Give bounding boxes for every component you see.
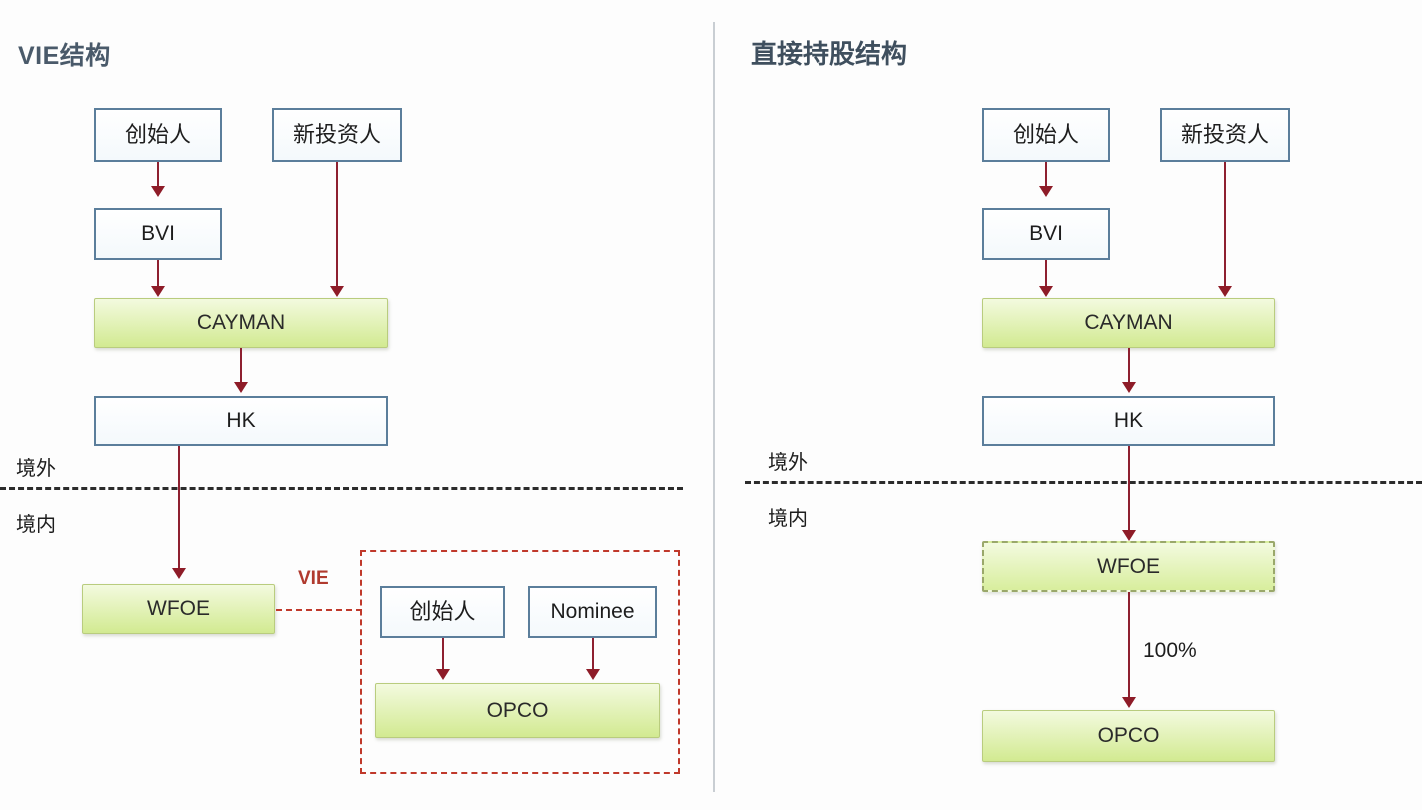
right-edge-founder-to-bvi	[1045, 162, 1047, 194]
right-node-wfoe[interactable]: WFOE	[982, 541, 1275, 592]
right-arrowhead-cayman-to-hk	[1122, 382, 1136, 393]
right-node-founder-top[interactable]: 创始人	[982, 108, 1110, 162]
right-ownership-label: 100%	[1143, 639, 1197, 662]
right-edge-hk-to-wfoe	[1128, 446, 1130, 536]
left-edge-founder-to-bvi	[157, 162, 159, 194]
left-node-cayman[interactable]: CAYMAN	[94, 298, 388, 348]
right-arrowhead-investor-to-cayman	[1218, 286, 1232, 297]
panel-separator	[713, 22, 715, 792]
left-border-rule	[0, 487, 683, 490]
right-arrowhead-bvi-to-cayman	[1039, 286, 1053, 297]
right-node-cayman[interactable]: CAYMAN	[982, 298, 1275, 348]
right-edge-wfoe-to-opco	[1128, 592, 1130, 702]
vie-link-label: VIE	[298, 568, 329, 589]
right-edge-investor-to-cayman	[1224, 162, 1226, 292]
left-label-onshore: 境内	[16, 514, 56, 536]
left-node-opco[interactable]: OPCO	[375, 683, 660, 738]
left-arrowhead-hk-to-wfoe	[172, 568, 186, 579]
left-node-founder-top[interactable]: 创始人	[94, 108, 222, 162]
left-node-nominee[interactable]: Nominee	[528, 586, 657, 638]
left-edge-founder-inner-to-opco	[442, 638, 444, 673]
left-arrowhead-bvi-to-cayman	[151, 286, 165, 297]
left-arrowhead-nominee-to-opco	[586, 669, 600, 680]
right-border-rule	[745, 481, 1422, 484]
right-arrowhead-founder-to-bvi	[1039, 186, 1053, 197]
left-node-bvi[interactable]: BVI	[94, 208, 222, 260]
right-label-onshore: 境内	[768, 508, 808, 530]
left-node-hk[interactable]: HK	[94, 396, 388, 446]
right-node-hk[interactable]: HK	[982, 396, 1275, 446]
right-label-offshore: 境外	[768, 452, 808, 474]
right-panel-title: 直接持股结构	[751, 40, 908, 70]
vie-dashed-link	[276, 609, 362, 611]
vie-group-box	[360, 550, 680, 774]
left-edge-bvi-to-cayman	[157, 260, 159, 292]
left-edge-hk-to-wfoe	[178, 446, 180, 572]
right-node-opco[interactable]: OPCO	[982, 710, 1275, 762]
right-edge-bvi-to-cayman	[1045, 260, 1047, 292]
right-node-bvi[interactable]: BVI	[982, 208, 1110, 260]
right-edge-cayman-to-hk	[1128, 348, 1130, 388]
right-node-new-investor[interactable]: 新投资人	[1160, 108, 1290, 162]
left-node-new-investor[interactable]: 新投资人	[272, 108, 402, 162]
left-label-offshore: 境外	[16, 458, 56, 480]
left-arrowhead-founder-inner-to-opco	[436, 669, 450, 680]
left-panel-title: VIE结构	[18, 42, 111, 70]
right-arrowhead-hk-to-wfoe	[1122, 530, 1136, 541]
left-arrowhead-founder-to-bvi	[151, 186, 165, 197]
left-node-founder-inner[interactable]: 创始人	[380, 586, 505, 638]
left-node-wfoe[interactable]: WFOE	[82, 584, 275, 634]
left-edge-cayman-to-hk	[240, 348, 242, 388]
right-arrowhead-wfoe-to-opco	[1122, 697, 1136, 708]
left-arrowhead-investor-to-cayman	[330, 286, 344, 297]
left-edge-investor-to-cayman	[336, 162, 338, 292]
left-edge-nominee-to-opco	[592, 638, 594, 673]
left-arrowhead-cayman-to-hk	[234, 382, 248, 393]
